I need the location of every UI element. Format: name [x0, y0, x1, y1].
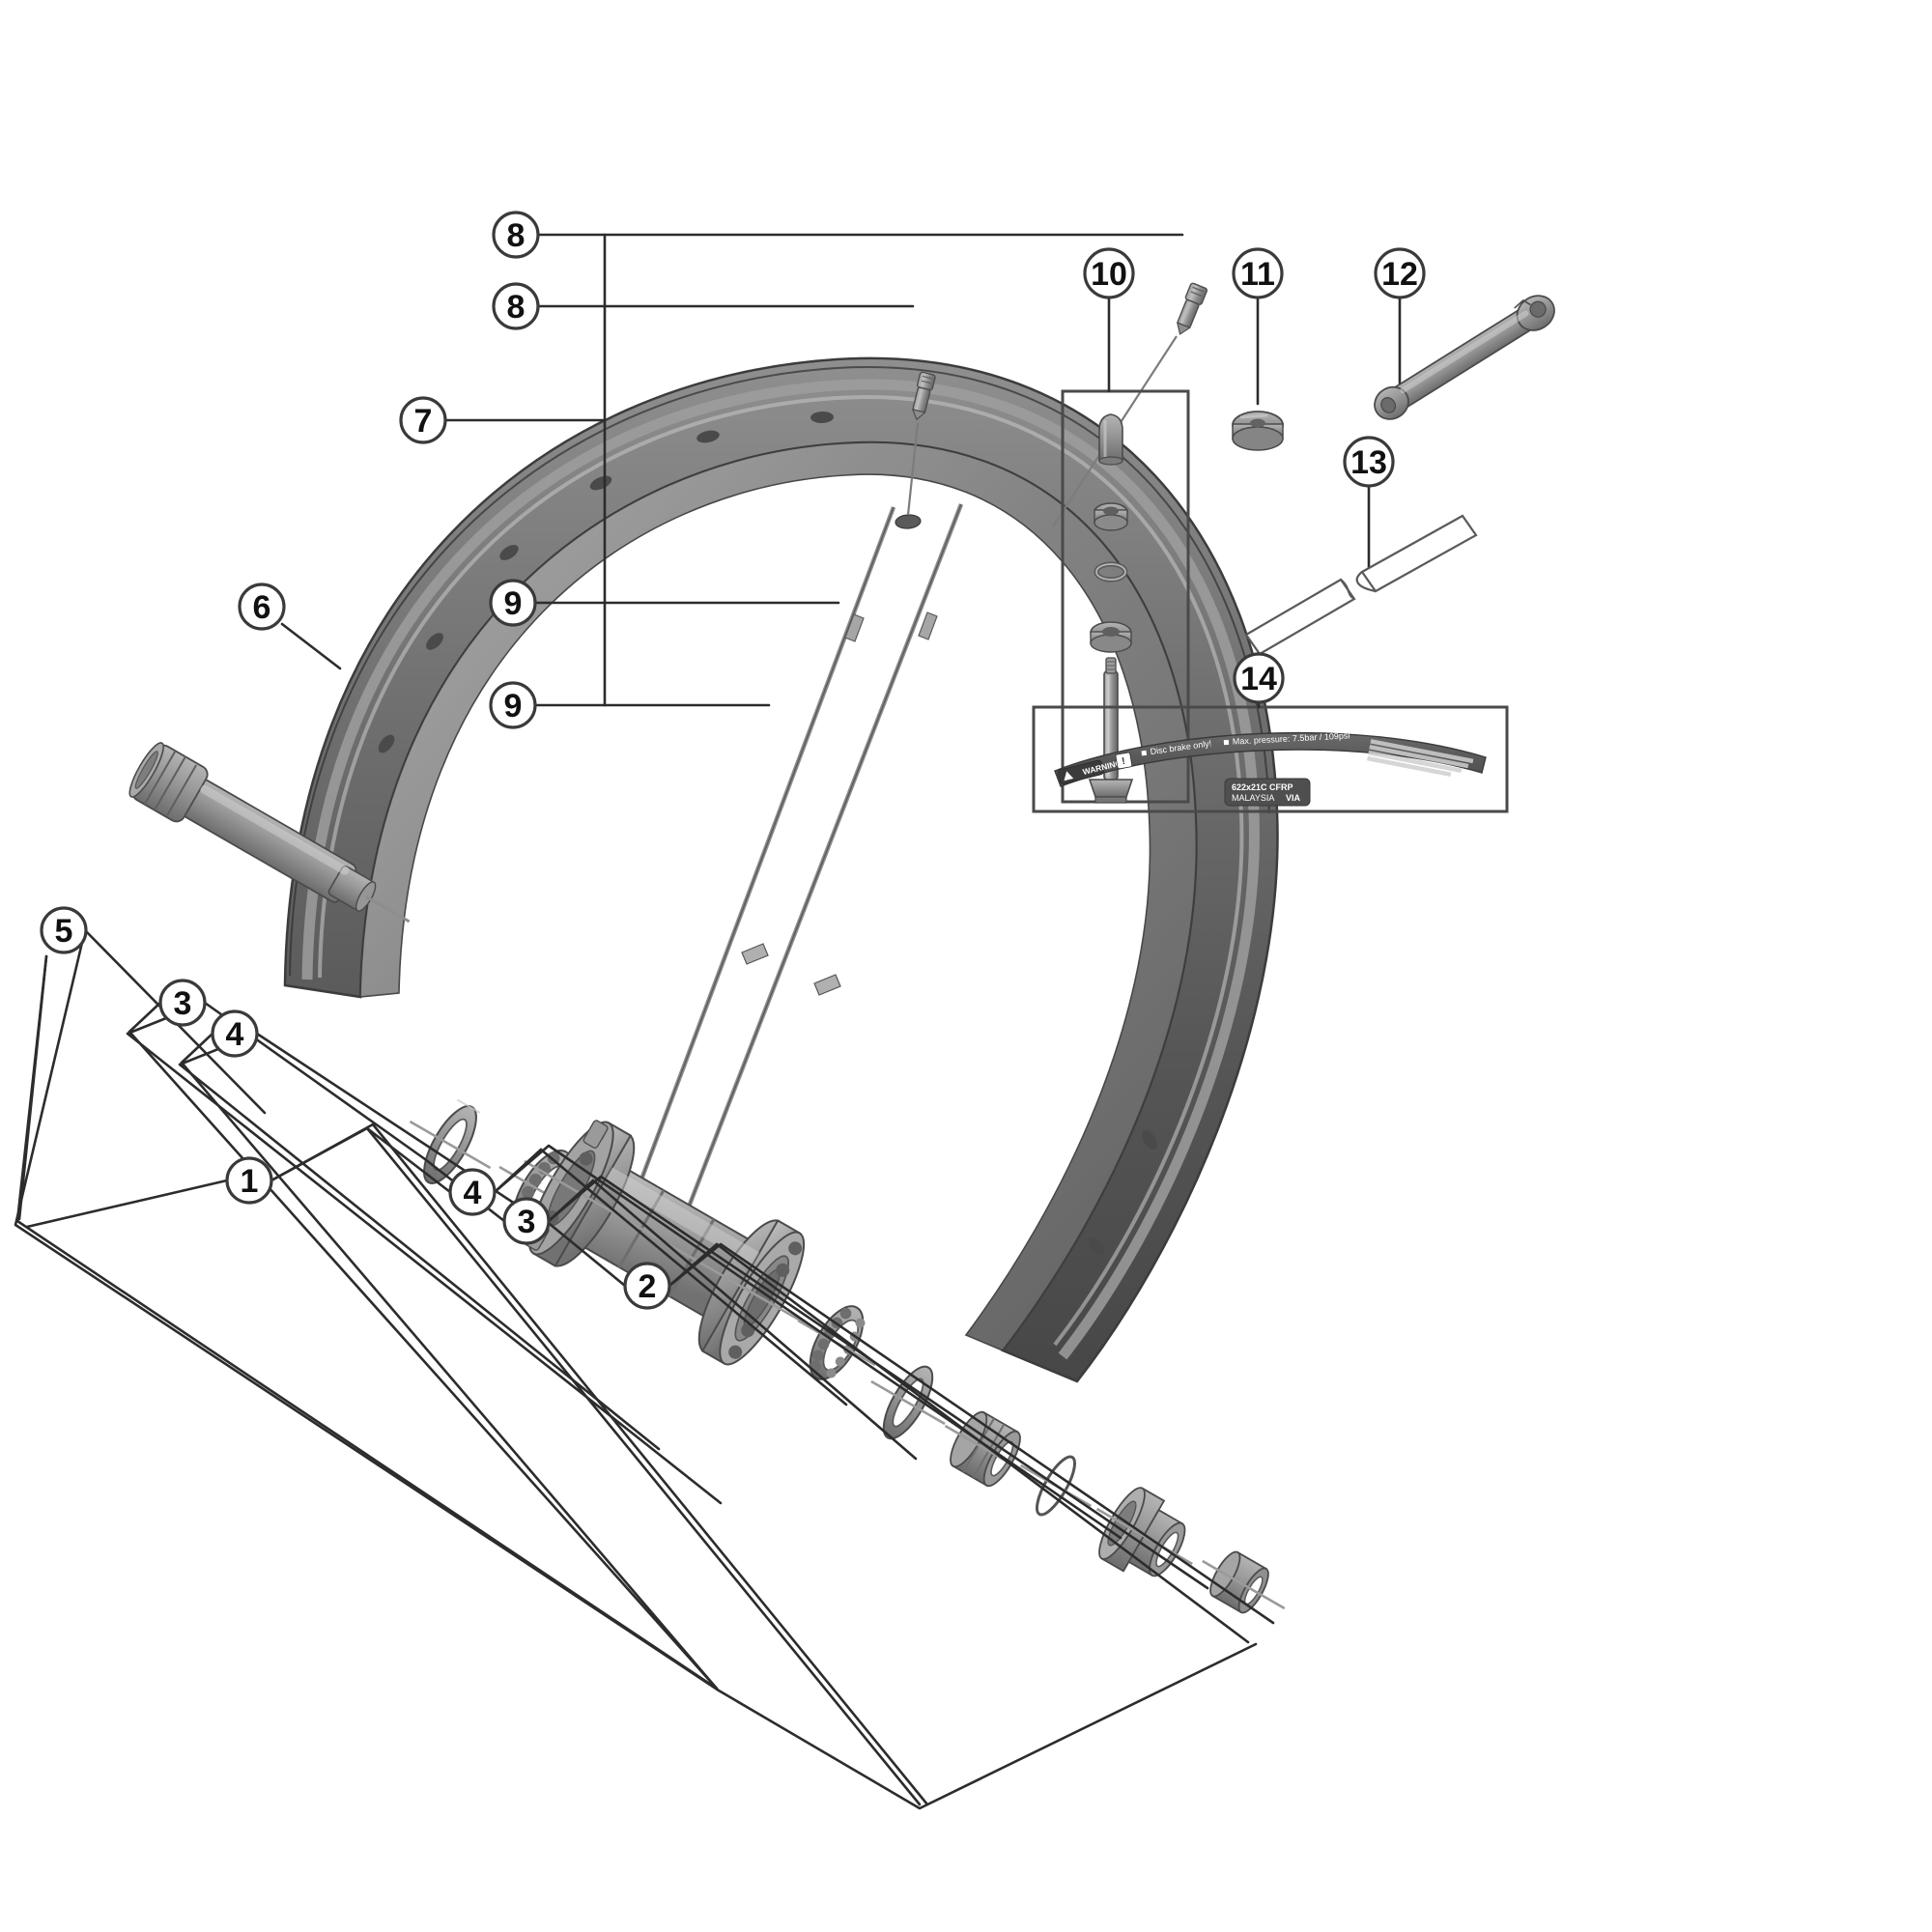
callout-bubble[interactable] — [1083, 247, 1135, 299]
callout-number: 7 — [414, 403, 433, 440]
callout-10[interactable]: 10 — [1083, 247, 1135, 299]
callout-number: 9 — [504, 585, 523, 622]
callout-2[interactable]: 2 — [623, 1262, 671, 1310]
callout-bubble[interactable] — [1343, 436, 1395, 488]
callout-11[interactable]: 11 — [1232, 247, 1284, 299]
callout-number: 4 — [464, 1175, 482, 1211]
left-dust-seal — [409, 1098, 492, 1184]
right-dust-seal — [870, 1365, 946, 1440]
lower-callout-leaders — [15, 928, 1250, 1806]
callout-bubble[interactable] — [489, 579, 537, 627]
rim — [283, 356, 1279, 1383]
spokes — [630, 503, 964, 1228]
rim-tape — [1244, 481, 1478, 656]
callout-bubble[interactable] — [238, 582, 286, 631]
callout-6-leader — [280, 622, 342, 670]
callout-number: 6 — [253, 589, 271, 626]
callout-4[interactable]: 4 — [448, 1168, 497, 1216]
valve-nut — [1232, 294, 1284, 451]
warning-label-box: WARNING ! Disc brake only! Max. pressure… — [1032, 698, 1509, 813]
callout-number: 9 — [504, 688, 523, 724]
callout-9[interactable]: 9 — [489, 579, 537, 627]
upper-callout-leaders — [444, 233, 1184, 707]
spoke-wrench-tool — [1374, 294, 1555, 420]
callout-bubble[interactable] — [1233, 652, 1285, 704]
callout-14[interactable]: 14 — [1233, 652, 1285, 704]
valve-kit-box — [1061, 294, 1190, 804]
callout-13[interactable]: 13 — [1343, 436, 1395, 488]
callout-bubble[interactable] — [158, 979, 207, 1027]
end-cap — [1202, 1550, 1286, 1614]
callout-number: 2 — [639, 1268, 657, 1305]
callout-6[interactable]: 6 — [238, 582, 286, 631]
callout-number: 3 — [174, 985, 192, 1022]
callout-8[interactable]: 8 — [492, 211, 540, 259]
callout-number: 1 — [241, 1163, 259, 1200]
callout-number: 14 — [1240, 661, 1277, 697]
callout-bubble[interactable] — [502, 1197, 551, 1245]
spec-line-2: MALAYSIA — [1232, 793, 1274, 803]
callout-7[interactable]: 7 — [399, 396, 447, 444]
callout-number: 13 — [1350, 444, 1387, 481]
spec-mark: VIA — [1286, 793, 1301, 803]
axle — [128, 742, 411, 923]
spoke-nipple-lower — [906, 371, 936, 516]
callout-bubble[interactable] — [623, 1262, 671, 1310]
callout-bubble[interactable] — [492, 211, 540, 259]
callout-number: 8 — [507, 289, 526, 326]
callout-3[interactable]: 3 — [158, 979, 207, 1027]
callout-9[interactable]: 9 — [489, 681, 537, 729]
callout-8[interactable]: 8 — [492, 282, 540, 330]
callout-number: 10 — [1091, 256, 1127, 293]
warning-exclaim-icon: ! — [1121, 756, 1125, 767]
callout-bubble[interactable] — [448, 1168, 497, 1216]
spec-line-1: 622x21C CFRP — [1232, 782, 1293, 792]
callout-bubble[interactable] — [492, 282, 540, 330]
callout-bubble[interactable] — [40, 906, 88, 954]
callout-5[interactable]: 5 — [40, 906, 88, 954]
callout-bubble[interactable] — [1232, 247, 1284, 299]
lower-bracket-skeleton — [14, 928, 1275, 1810]
callout-4[interactable]: 4 — [211, 1009, 259, 1058]
callout-bubble[interactable] — [489, 681, 537, 729]
warning-fine-print — [1367, 739, 1474, 778]
callout-number: 12 — [1381, 256, 1418, 293]
callout-number: 4 — [226, 1016, 244, 1053]
callout-bubble[interactable] — [1374, 247, 1426, 299]
callout-number: 5 — [55, 913, 73, 950]
callout-number: 8 — [507, 217, 526, 254]
callout-1[interactable]: 1 — [225, 1156, 273, 1205]
callout-number: 3 — [518, 1204, 536, 1240]
lock-nut — [1095, 1487, 1193, 1577]
callout-bubble[interactable] — [225, 1156, 273, 1205]
cone — [944, 1410, 1027, 1488]
callout-bubble[interactable] — [399, 396, 447, 444]
callout-12[interactable]: 12 — [1374, 247, 1426, 299]
callout-bubble[interactable] — [211, 1009, 259, 1058]
callout-3[interactable]: 3 — [502, 1197, 551, 1245]
callout-number: 11 — [1240, 256, 1275, 293]
